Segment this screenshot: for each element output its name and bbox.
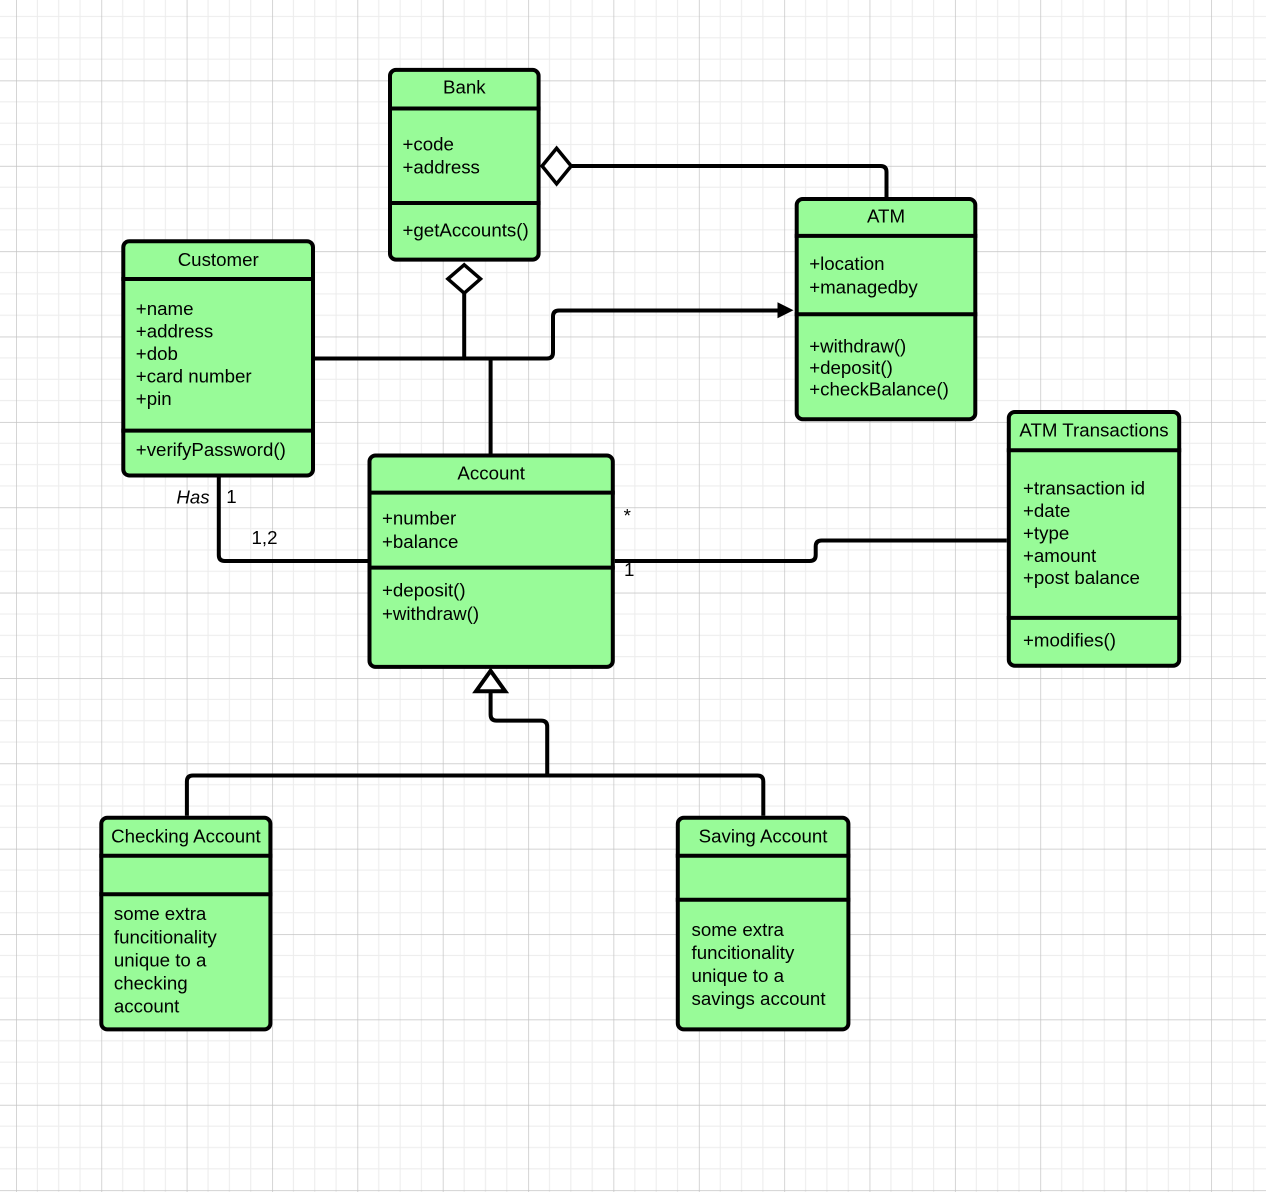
svg-text:+code: +code [403, 134, 454, 155]
svg-text:funcitionality: funcitionality [692, 942, 795, 963]
svg-text:funcitionality: funcitionality [114, 926, 217, 947]
svg-text:+checkBalance(): +checkBalance() [809, 379, 949, 400]
svg-text:+withdraw(): +withdraw() [382, 603, 479, 624]
svg-text:Bank: Bank [443, 77, 486, 98]
svg-text:+dob: +dob [136, 343, 178, 364]
svg-text:+post balance: +post balance [1023, 567, 1140, 588]
svg-text:unique to a: unique to a [692, 965, 785, 986]
svg-text:checking: checking [114, 972, 188, 993]
svg-text:+verifyPassword(): +verifyPassword() [136, 439, 286, 460]
svg-text:account: account [114, 995, 180, 1016]
svg-text:+pin: +pin [136, 388, 172, 409]
svg-text:+date: +date [1023, 500, 1070, 521]
svg-text:1: 1 [226, 486, 236, 507]
svg-text:ATM: ATM [867, 206, 905, 227]
svg-text:+getAccounts(): +getAccounts() [403, 220, 529, 241]
svg-text:Customer: Customer [178, 249, 259, 270]
svg-text:1,2: 1,2 [252, 527, 278, 548]
svg-text:+name: +name [136, 298, 194, 319]
svg-text:+amount: +amount [1023, 545, 1097, 566]
svg-text:+deposit(): +deposit() [809, 357, 893, 378]
svg-text:some extra: some extra [114, 903, 207, 924]
svg-text:+deposit(): +deposit() [382, 580, 466, 601]
svg-text:Has: Has [176, 486, 209, 507]
svg-text:+card number: +card number [136, 366, 252, 387]
svg-text:*: * [624, 505, 631, 526]
svg-text:+transaction id: +transaction id [1023, 478, 1145, 499]
svg-text:+address: +address [403, 156, 480, 177]
svg-text:Account: Account [457, 462, 525, 483]
svg-text:+type: +type [1023, 522, 1069, 543]
svg-text:savings account: savings account [692, 988, 827, 1009]
svg-text:+managedby: +managedby [809, 276, 918, 297]
svg-text:Saving Account: Saving Account [699, 825, 829, 846]
svg-text:ATM Transactions: ATM Transactions [1019, 420, 1168, 441]
svg-text:Checking Account: Checking Account [111, 825, 261, 846]
svg-text:+modifies(): +modifies() [1023, 630, 1116, 651]
svg-text:+number: +number [382, 507, 456, 528]
svg-text:+address: +address [136, 320, 213, 341]
svg-text:some extra: some extra [692, 919, 785, 940]
svg-text:+withdraw(): +withdraw() [809, 336, 906, 357]
svg-text:unique to a: unique to a [114, 949, 207, 970]
svg-text:+balance: +balance [382, 531, 458, 552]
svg-text:+location: +location [809, 253, 884, 274]
svg-text:1: 1 [624, 559, 634, 580]
